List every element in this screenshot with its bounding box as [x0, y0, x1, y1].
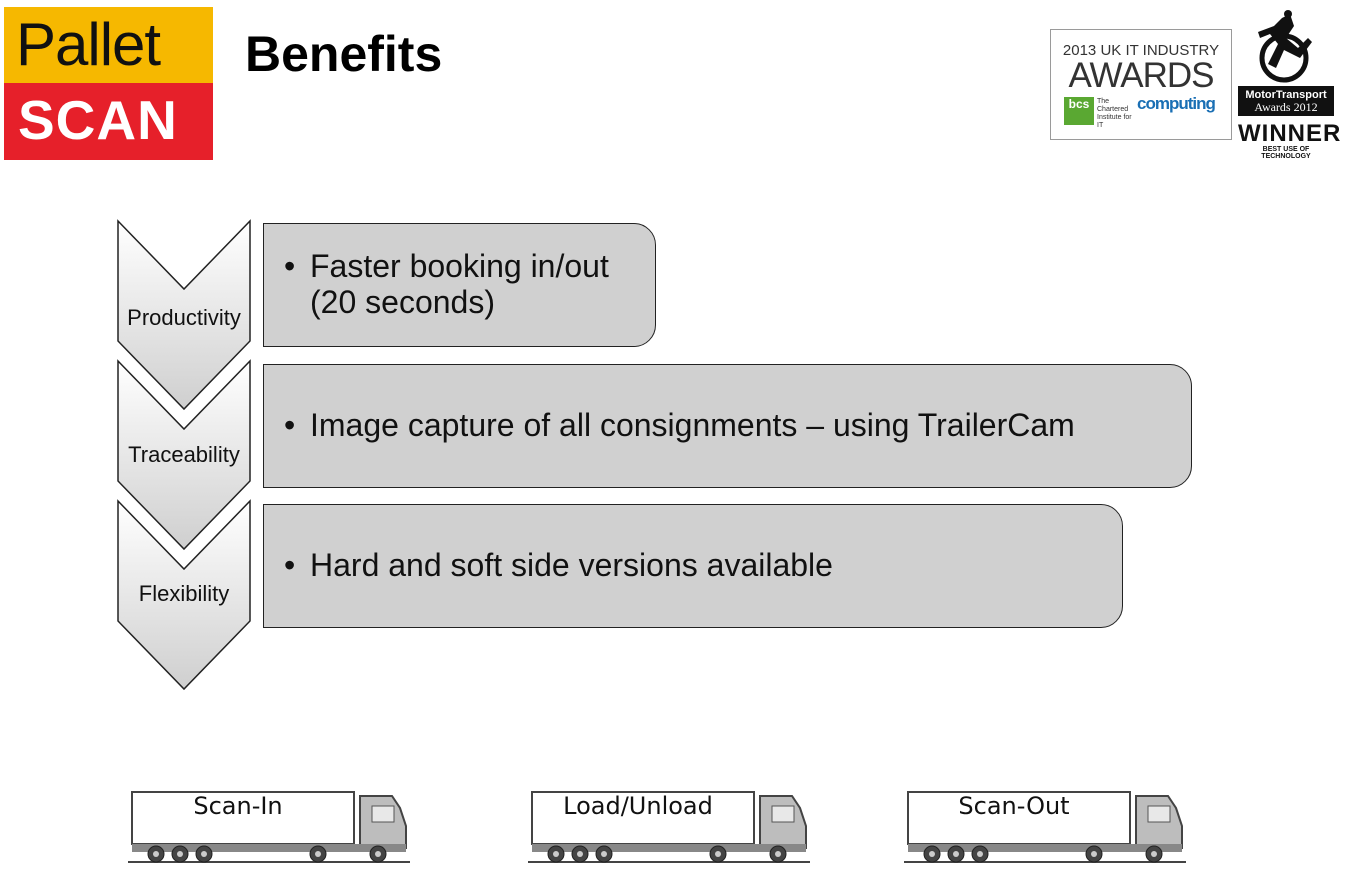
bullet-icon: • [284, 547, 296, 583]
truck-icon [904, 791, 1186, 863]
winner-text: WINNER [1238, 120, 1342, 147]
truck-icon [128, 791, 410, 863]
truck-load-unload: Load/Unload [528, 788, 818, 868]
chevron-flexibility [117, 499, 251, 691]
bullet-icon: • [284, 248, 296, 284]
truck-label-scan-out: Scan-Out [958, 792, 1070, 820]
logo-bottom-band [4, 83, 213, 160]
uk-it-industry-awards-badge: 2013 UK IT INDUSTRY AWARDS bcs The Chart… [1050, 29, 1232, 140]
benefit-text-flexibility: Hard and soft side versions available [310, 547, 833, 583]
truck-icon [528, 791, 810, 863]
award-awards-text: AWARDS [1068, 56, 1214, 95]
award-year-text: 2013 UK IT INDUSTRY [1062, 42, 1220, 59]
best-use-of-technology-text: BEST USE OF TECHNOLOGY [1261, 146, 1311, 160]
computing-logo: computing [1137, 94, 1216, 113]
bullet-icon: • [284, 407, 296, 443]
awards-2012-text: Awards 2012 [1254, 100, 1318, 114]
trophy-figure-icon [1258, 10, 1312, 83]
bcs-logo: bcs [1064, 97, 1094, 125]
truck-scan-in: Scan-In [128, 788, 418, 868]
pallet-scan-logo: Pallet SCAN [4, 7, 213, 160]
logo-top-band [4, 7, 213, 83]
motor-transport-awards-badge: MotorTransport Awards 2012 WINNER BEST U… [1238, 8, 1342, 160]
benefit-box-flexibility: • Hard and soft side versions available [263, 504, 1123, 628]
benefit-text-traceability: Image capture of all consignments – usin… [310, 407, 1075, 443]
bcs-subtitle: The Chartered Institute for IT [1097, 98, 1132, 129]
motor-transport-banner: MotorTransport Awards 2012 [1238, 86, 1334, 116]
chevron-label-traceability: Traceability [128, 442, 240, 467]
benefit-box-traceability: • Image capture of all consignments – us… [263, 364, 1192, 488]
chevron-label-flexibility: Flexibility [138, 581, 230, 606]
benefit-text-productivity-line1: Faster booking in/out [310, 248, 609, 284]
benefit-box-productivity: • Faster booking in/out (20 seconds) [263, 223, 656, 347]
truck-scan-out: Scan-Out [904, 788, 1194, 868]
logo-text-pallet: Pallet [16, 11, 161, 78]
chevron-process-column [117, 219, 251, 691]
truck-label-scan-in: Scan-In [193, 792, 283, 820]
chevron-traceability [117, 359, 251, 551]
motor-transport-text: MotorTransport [1245, 89, 1327, 101]
benefit-text-productivity-line2: (20 seconds) [310, 284, 495, 320]
truck-label-load-unload: Load/Unload [563, 792, 713, 820]
chevron-productivity [117, 219, 251, 411]
page-title: Benefits [245, 26, 443, 82]
chevron-label-productivity: Productivity [127, 305, 241, 330]
logo-text-scan: SCAN [18, 89, 178, 151]
